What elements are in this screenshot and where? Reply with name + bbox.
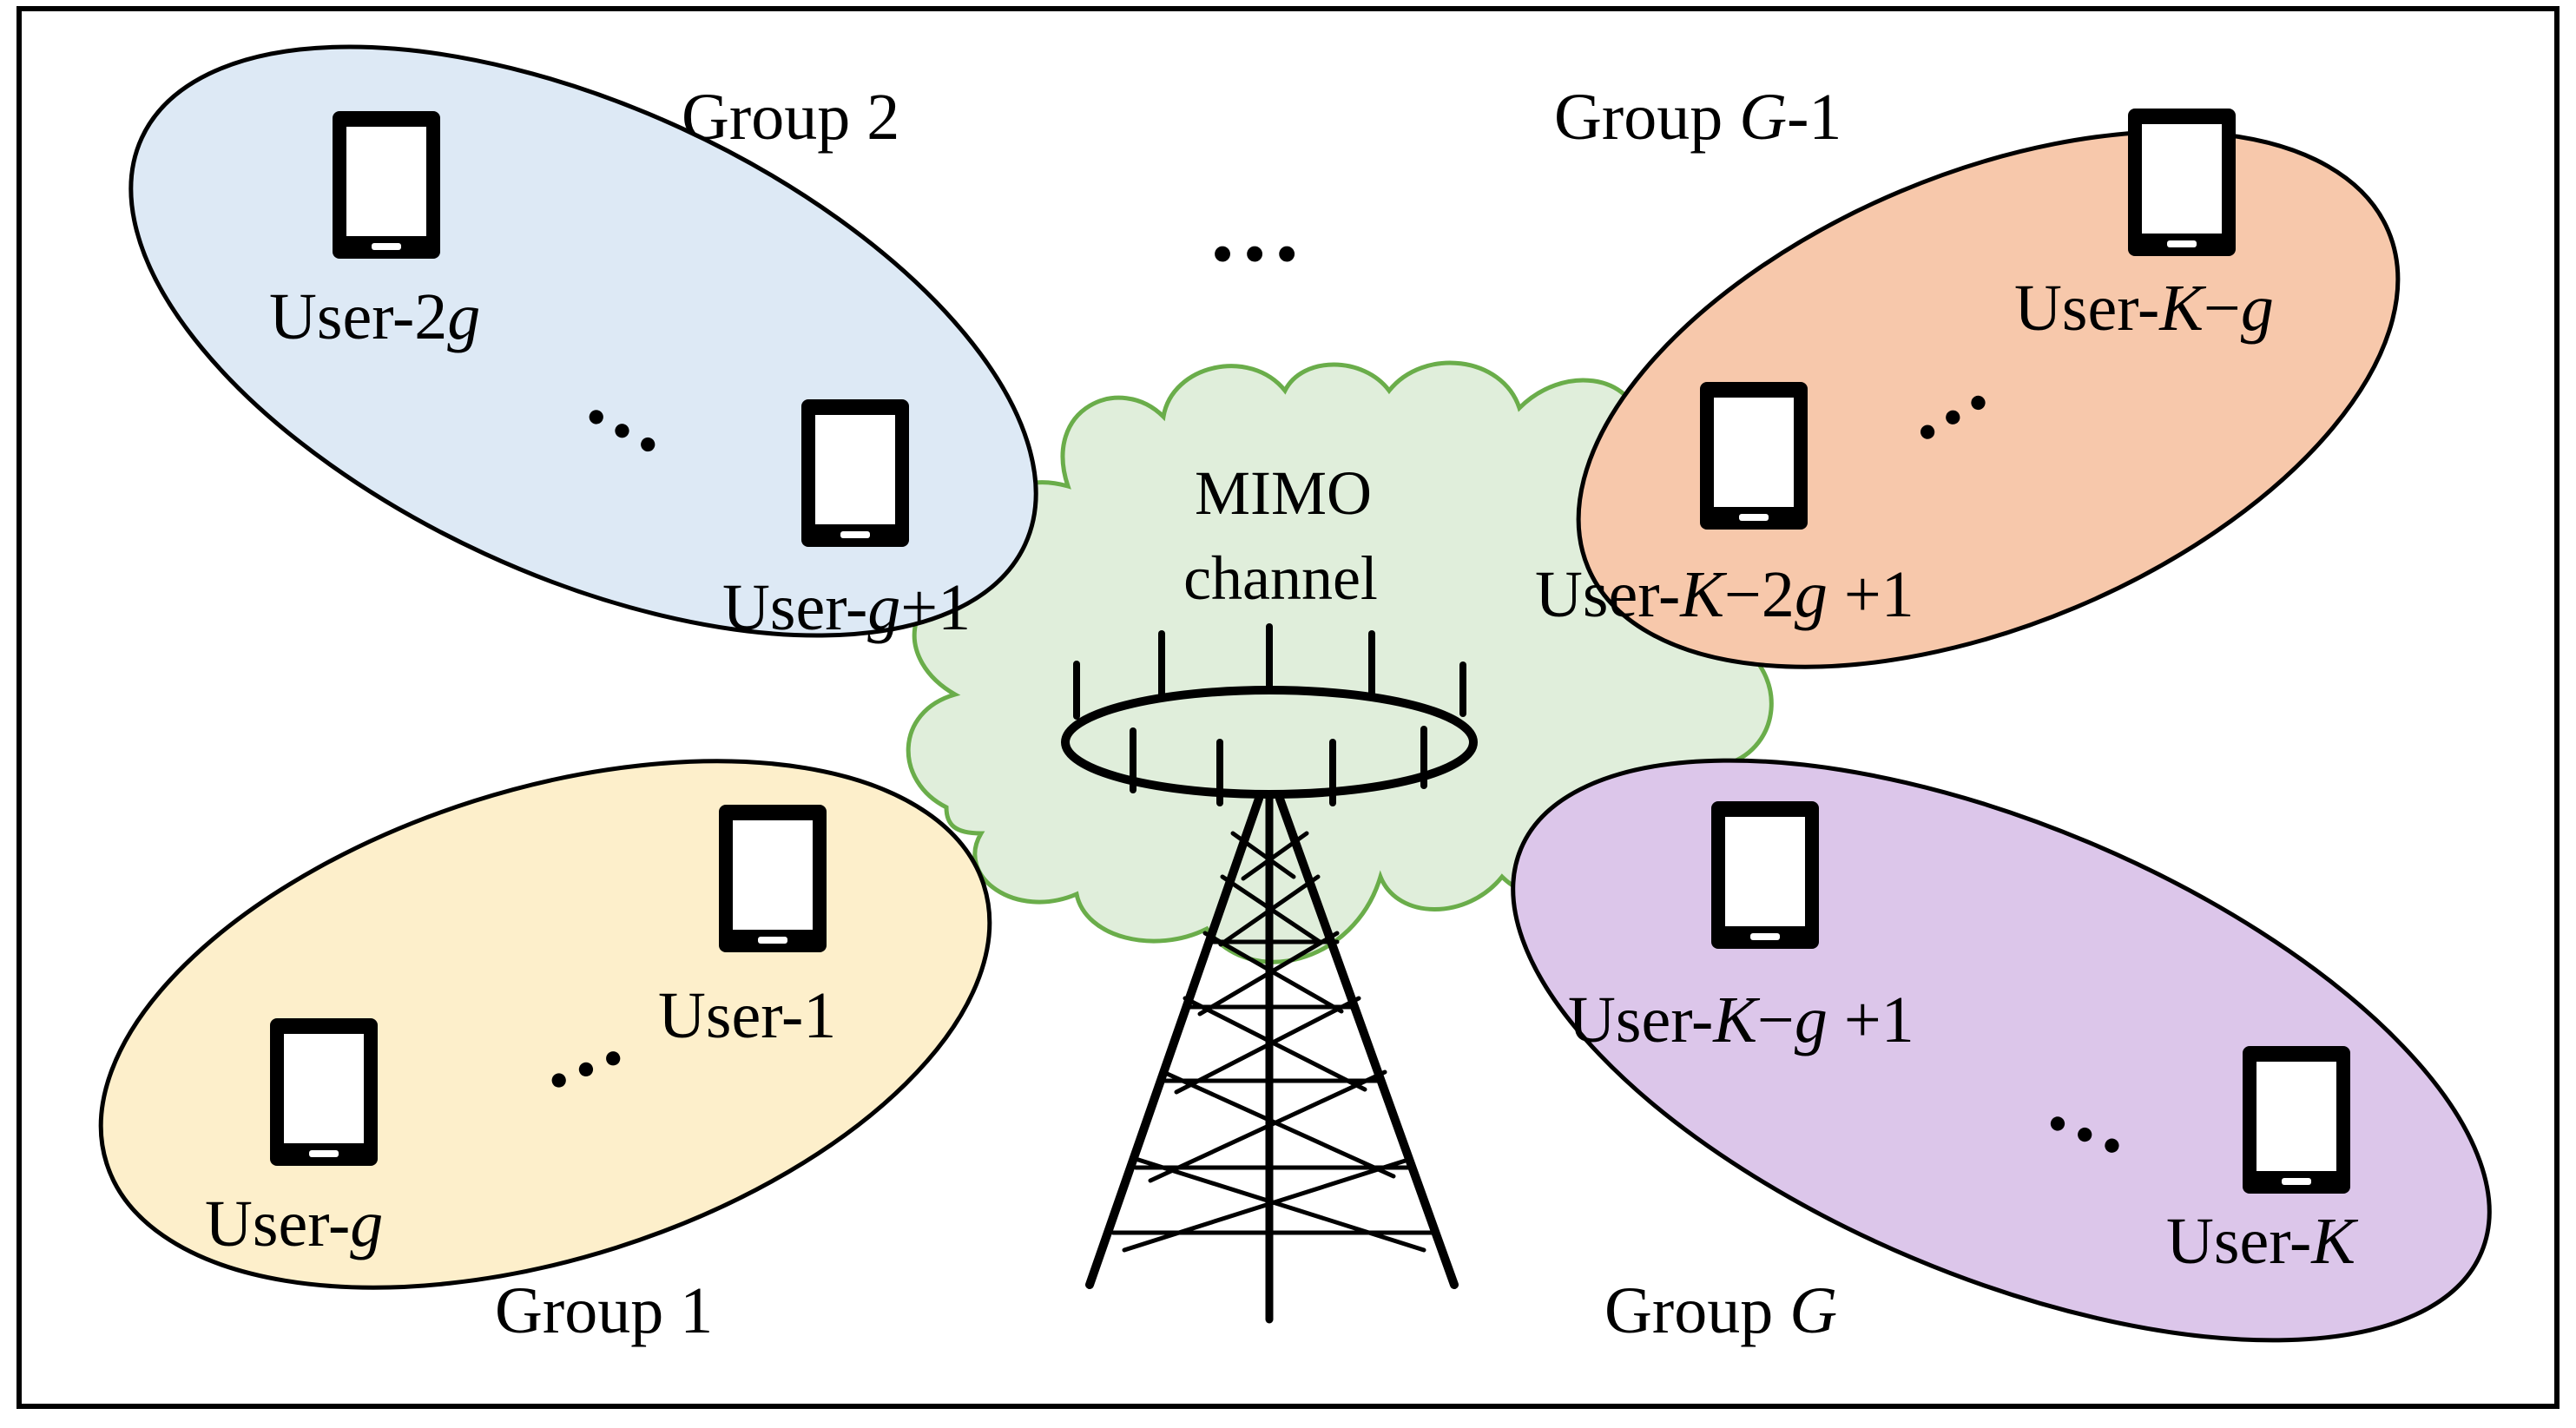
tablet-icon bbox=[270, 1018, 378, 1166]
channel-label: channel bbox=[1183, 543, 1378, 613]
user-label: User-2g bbox=[269, 280, 480, 353]
user-label: User-K−g bbox=[2014, 272, 2274, 345]
user-label: User-K bbox=[2166, 1205, 2358, 1278]
tablet-icon bbox=[719, 805, 827, 952]
tablet-icon bbox=[1700, 382, 1808, 530]
mimo-label: MIMO bbox=[1195, 458, 1372, 528]
groups-ellipsis: … bbox=[1207, 175, 1302, 281]
tablet-icon bbox=[333, 111, 440, 259]
group-g-minus-1-label: Group G-1 bbox=[1554, 81, 1841, 154]
antenna-tower-icon bbox=[1061, 623, 1478, 1324]
tablet-icon bbox=[801, 399, 909, 547]
group-1-label: Group 1 bbox=[495, 1274, 713, 1347]
group-g-minus-1-ellipse bbox=[1576, 129, 2401, 669]
user-label: User-g bbox=[205, 1188, 383, 1260]
user-label: User-K−g +1 bbox=[1568, 984, 1914, 1056]
user-label: User-1 bbox=[658, 979, 836, 1052]
user-label: User-K−2g +1 bbox=[1535, 558, 1914, 631]
tablet-icon bbox=[2243, 1046, 2350, 1194]
group-g-label: Group G bbox=[1604, 1274, 1837, 1347]
group-2-label: Group 2 bbox=[682, 81, 899, 154]
user-label: User-g+1 bbox=[722, 571, 971, 644]
tablet-icon bbox=[2128, 109, 2236, 256]
tablet-icon bbox=[1711, 801, 1819, 949]
